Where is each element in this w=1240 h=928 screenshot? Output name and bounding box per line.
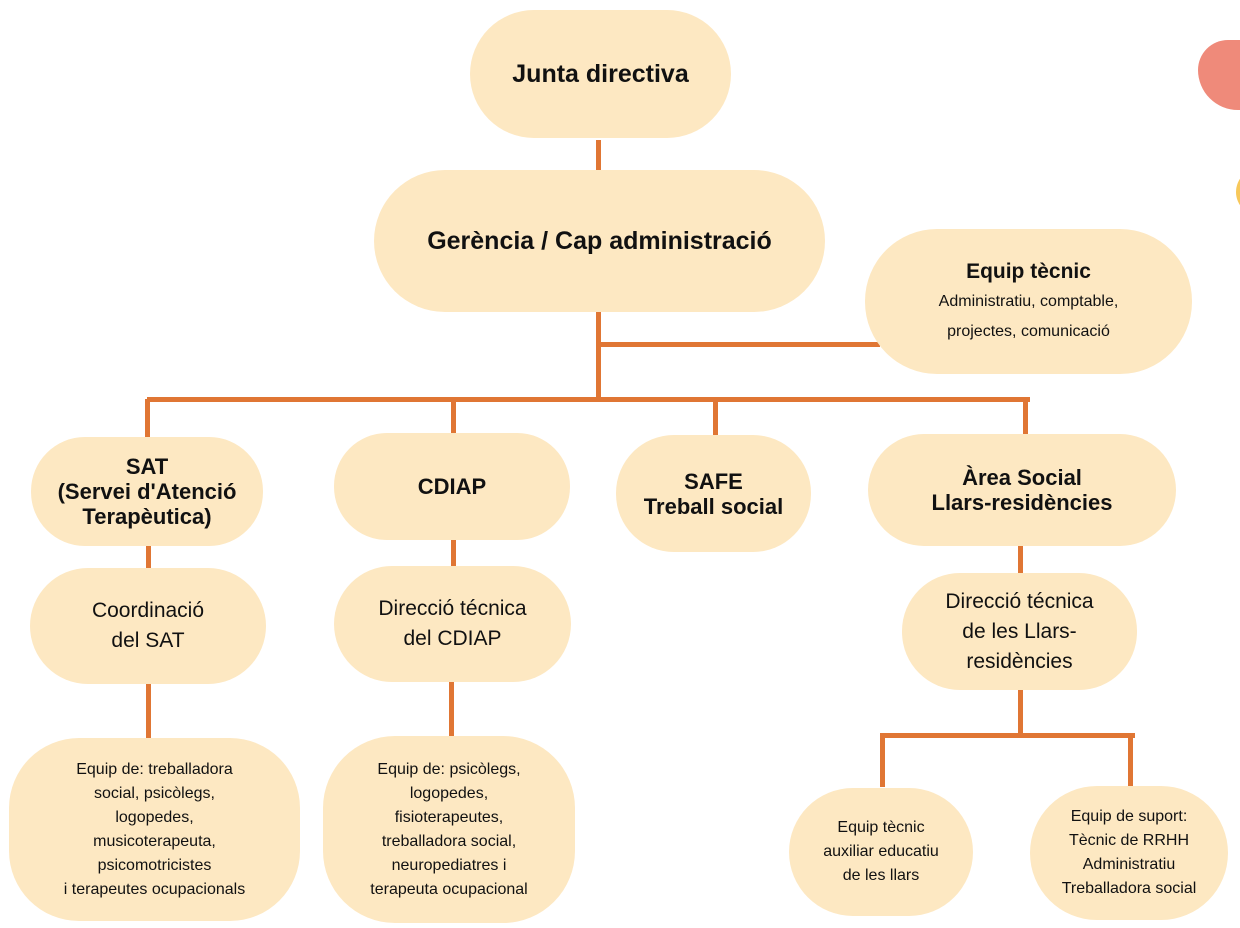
- node-gerencia: Gerència / Cap administració: [374, 170, 825, 312]
- node-equip-tecnic: Equip tècnic Administratiu, comptable, p…: [865, 229, 1192, 374]
- safe-line-1: SAFE: [684, 468, 743, 494]
- cdiap-label: CDIAP: [417, 474, 487, 499]
- connector-dir-equip-cdiap: [449, 682, 454, 738]
- dir-llars-line-1: Direcció técnica: [945, 589, 1094, 613]
- equip-suport-line-4: Treballadora social: [1061, 880, 1197, 897]
- equip-sat-line-4: musicoterapeuta,: [93, 832, 216, 850]
- equip-tecnic-line-2: projectes, comunicació: [947, 322, 1110, 340]
- coord-sat-line-1: Coordinació: [91, 599, 205, 622]
- equip-cdiap-line-5: neuropediatres i: [391, 856, 507, 874]
- equip-suport-line-1: Equip de suport:: [1070, 808, 1188, 825]
- equip-tecnic-title: Equip tècnic: [966, 259, 1091, 283]
- sat-line-1: SAT: [125, 454, 169, 479]
- equip-cdiap-line-6: terapeuta ocupacional: [370, 880, 528, 898]
- node-dir-cdiap: Direcció técnica del CDIAP: [334, 566, 571, 682]
- sat-line-3: Terapèutica): [82, 504, 212, 529]
- node-sat: SAT (Servei d'Atenció Terapèutica): [31, 437, 263, 546]
- connector-llars-branch: [880, 733, 1135, 738]
- coord-sat-line-2: del SAT: [111, 629, 185, 652]
- dir-llars-line-2: de les Llars-: [962, 619, 1077, 643]
- node-equip-aux: Equip tècnic auxiliar educatiu de les ll…: [789, 788, 973, 916]
- node-coord-sat: Coordinació del SAT: [30, 568, 266, 684]
- connector-horizontal-main: [147, 397, 1030, 402]
- decorative-yellow-shape: [1236, 168, 1240, 216]
- dir-cdiap-line-1: Direcció técnica: [378, 597, 527, 620]
- connector-coord-equip-sat: [146, 684, 151, 740]
- connector-safe-drop: [713, 399, 718, 439]
- node-gerencia-label: Gerència / Cap administració: [427, 227, 772, 255]
- connector-sat-coord: [146, 546, 151, 570]
- equip-tecnic-line-1: Administratiu, comptable,: [938, 292, 1119, 310]
- equip-sat-line-2: social, psicòlegs,: [94, 784, 215, 802]
- node-equip-cdiap: Equip de: psicòlegs, logopedes, fisioter…: [323, 736, 575, 923]
- dir-cdiap-line-2: del CDIAP: [403, 627, 502, 650]
- equip-aux-line-3: de les llars: [842, 867, 920, 884]
- node-junta-directiva-label: Junta directiva: [512, 60, 689, 88]
- connector-cdiap-dir: [451, 540, 456, 568]
- equip-aux-line-2: auxiliar educatiu: [823, 843, 939, 860]
- equip-sat-line-1: Equip de: treballadora: [76, 760, 233, 778]
- area-social-line-2: Llars-residències: [931, 490, 1113, 515]
- equip-aux-line-1: Equip tècnic: [837, 819, 925, 836]
- equip-cdiap-line-3: fisioterapeutes,: [394, 808, 504, 826]
- equip-sat-line-6: i terapeutes ocupacionals: [63, 880, 246, 898]
- connector-junta-gerencia: [596, 140, 601, 175]
- node-dir-llars: Direcció técnica de les Llars- residènci…: [902, 573, 1137, 690]
- equip-suport-line-3: Administratiu: [1082, 856, 1176, 873]
- equip-cdiap-line-4: treballadora social,: [381, 832, 517, 850]
- connector-suport-drop: [1128, 735, 1133, 787]
- equip-sat-line-5: psicomotricistes: [97, 856, 212, 874]
- connector-aux-drop: [880, 735, 885, 787]
- connector-cdiap-drop: [451, 399, 456, 435]
- node-equip-suport: Equip de suport: Tècnic de RRHH Administ…: [1030, 786, 1228, 920]
- connector-gerencia-trunk: [596, 312, 601, 402]
- area-social-line-1: Àrea Social: [962, 465, 1082, 490]
- equip-cdiap-line-1: Equip de: psicòlegs,: [377, 760, 521, 778]
- node-safe: SAFE Treball social: [616, 435, 811, 552]
- equip-sat-line-3: logopedes,: [115, 808, 194, 826]
- node-junta-directiva: Junta directiva: [470, 10, 731, 138]
- connector-equip-tecnic: [598, 342, 880, 347]
- connector-area-dir: [1018, 546, 1023, 573]
- connector-area-social-drop: [1023, 399, 1028, 436]
- node-equip-sat: Equip de: treballadora social, psicòlegs…: [9, 738, 300, 921]
- dir-llars-line-3: residències: [966, 649, 1073, 673]
- decorative-red-shape: [1198, 40, 1240, 110]
- connector-dir-llars-drop: [1018, 690, 1023, 735]
- node-cdiap: CDIAP: [334, 433, 570, 540]
- equip-cdiap-line-2: logopedes,: [409, 784, 489, 802]
- equip-suport-line-2: Tècnic de RRHH: [1068, 832, 1190, 849]
- safe-line-2: Treball social: [643, 493, 784, 519]
- connector-sat-drop: [145, 399, 150, 441]
- sat-line-2: (Servei d'Atenció: [57, 479, 237, 504]
- node-area-social: Àrea Social Llars-residències: [868, 434, 1176, 546]
